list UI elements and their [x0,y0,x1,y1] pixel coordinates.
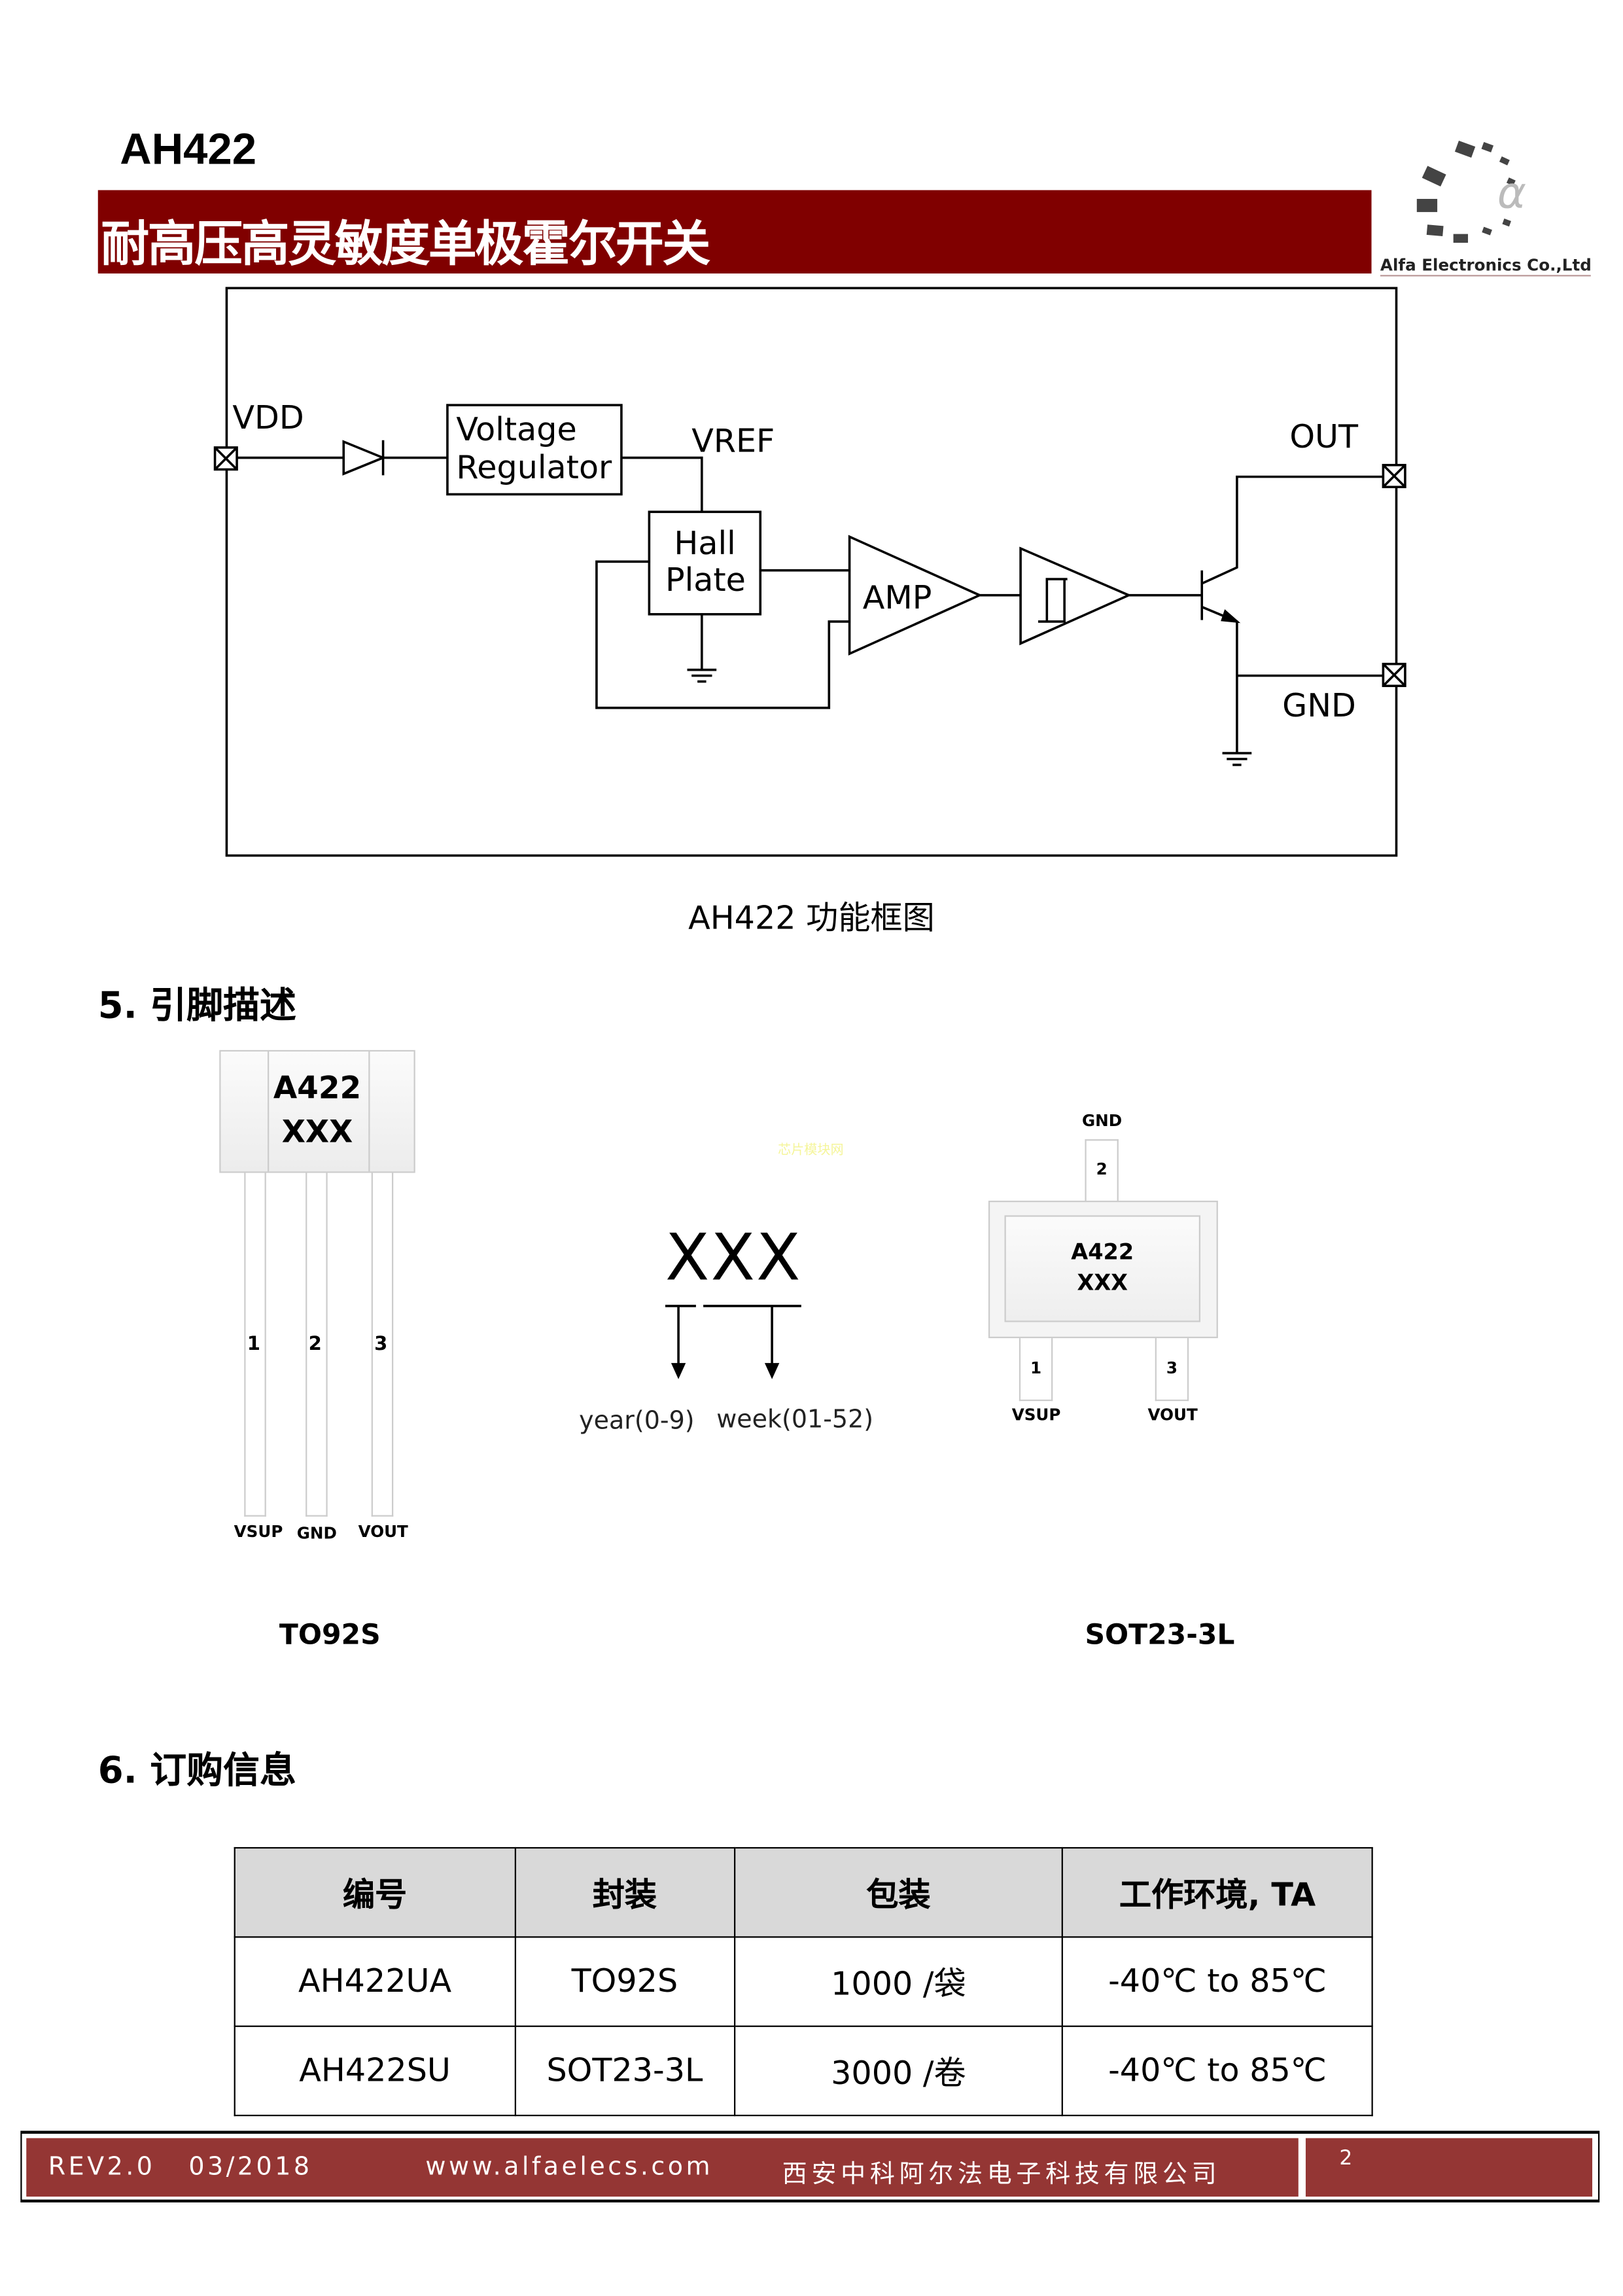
section-6-title: 6. 订购信息 [97,1749,296,1792]
table-cell: -40℃ to 85℃ [1062,2025,1373,2117]
svg-text:Voltage: Voltage [456,410,576,448]
svg-text:Plate: Plate [665,561,746,599]
package-marking: A422 [273,1070,362,1106]
table-cell: SOT23-3L [514,2025,735,2117]
amp-block [848,535,983,656]
page-number: 2 [1339,2147,1355,2170]
footer-company: 西安中科阿尔法电子科技有限公司 [782,2160,1221,2189]
table-cell: -40℃ to 85℃ [1062,1936,1373,2027]
vdd-pin-icon [213,446,238,471]
to92s-pin-2 [305,1173,328,1517]
svg-text:Hall: Hall [674,524,735,562]
footer-date: 03/2018 [188,2153,313,2182]
package-marking: XXX [281,1114,353,1150]
table-cell: AH422SU [234,2025,516,2117]
column-header: 封装 [514,1846,735,1938]
section-5-title: 5. 引脚描述 [97,984,296,1027]
table-cell: AH422UA [234,1936,516,2027]
logo-mark-icon: α [1416,140,1526,243]
pin-name: GND [296,1523,337,1544]
footer-website[interactable]: www.alfaelecs.com [425,2153,713,2182]
column-header: 包装 [733,1846,1064,1938]
to92s-package-body: A422 XXX [219,1050,415,1173]
doc-title: AH422 [120,126,257,174]
pin-number: 1 [247,1333,260,1356]
arrow-down-icon [671,1363,780,1379]
svg-text:VREF: VREF [691,422,775,460]
svg-text:Regulator: Regulator [456,448,612,486]
table-cell: TO92S [514,1936,735,2027]
sot23-pin-1: 1 [1019,1338,1053,1402]
ordering-table: 编号 封装 包装 工作环境, TA AH422UA TO92S 1000 /袋 … [234,1846,1373,2117]
title-bar: 耐高压高灵敏度单极霍尔开关 [97,190,1372,274]
hall-plate-block [648,510,762,616]
sot23-pin-2: 2 [1085,1139,1119,1203]
to92s-label: TO92S [279,1619,381,1651]
year-legend: year(0-9) [579,1407,695,1436]
footer-band: REV2.0 03/2018 www.alfaelecs.com 西安中科阿尔法… [26,2138,1299,2197]
pin-name: VSUP [234,1522,283,1542]
svg-text:OUT: OUT [1289,417,1359,455]
vref-wire [621,456,703,512]
schmitt-trigger-block [1019,546,1132,646]
pin-number: 2 [308,1333,322,1356]
footer-rev: REV2.0 [48,2153,156,2182]
table-row: AH422UA TO92S 1000 /袋 -40℃ to 85℃ [234,1936,1373,2027]
transistor-icon [1200,475,1384,754]
sot23-label: SOT23-3L [1085,1619,1235,1651]
gnd-pin-icon [1382,662,1406,688]
pin-name: VOUT [1147,1405,1198,1424]
pin-name: VOUT [358,1522,408,1542]
feedback-wire [595,560,850,709]
svg-text:α: α [1497,167,1526,218]
to92s-pin-1 [244,1173,266,1517]
diode-icon [342,440,387,476]
watermark: 芯片模块网 [778,1143,844,1159]
pin-name: GND [1081,1111,1123,1131]
footer [20,2130,1600,2203]
week-legend: week(01-52) [716,1405,874,1435]
date-code: XXX [665,1221,802,1296]
chip-boundary [225,287,1398,857]
column-header: 工作环境, TA [1062,1846,1373,1938]
functional-block-diagram: VDD VREF OUT GND Voltage Regulator Hall … [213,287,1406,857]
table-cell: 3000 /卷 [733,2025,1064,2117]
company-logo: α Alfa Electronics Co.,Ltd [1380,135,1592,281]
package-marking: A422 [1071,1239,1134,1265]
table-cell: 1000 /袋 [733,1936,1064,2027]
column-header: 编号 [234,1846,516,1938]
hysteresis-icon [1038,578,1068,623]
svg-text:AMP: AMP [863,578,932,616]
package-marking: XXX [1077,1269,1128,1296]
to92s-pin-3 [371,1173,394,1517]
svg-text:VDD: VDD [232,398,304,436]
date-code-arrows [665,1305,801,1379]
diagram-caption: AH422 功能框图 [688,900,935,938]
voltage-regulator-block [446,404,623,496]
ground-icon [687,614,717,683]
table-row: AH422SU SOT23-3L 3000 /卷 -40℃ to 85℃ [234,2025,1373,2117]
doc-subtitle: 耐高压高灵敏度单极霍尔开关 [101,215,710,272]
footer-page-band: 2 [1305,2138,1593,2197]
out-pin-icon [1382,463,1406,489]
table-header-row: 编号 封装 包装 工作环境, TA [234,1846,1373,1938]
pin-number: 3 [374,1333,388,1356]
ground-icon [1222,752,1252,766]
logo-text: Alfa Electronics Co.,Ltd [1380,256,1592,277]
sot23-package-body: A422 XXX [988,1201,1218,1339]
svg-text:GND: GND [1282,686,1356,724]
sot23-pin-3: 3 [1155,1338,1189,1402]
pin-name: VSUP [1011,1405,1061,1424]
